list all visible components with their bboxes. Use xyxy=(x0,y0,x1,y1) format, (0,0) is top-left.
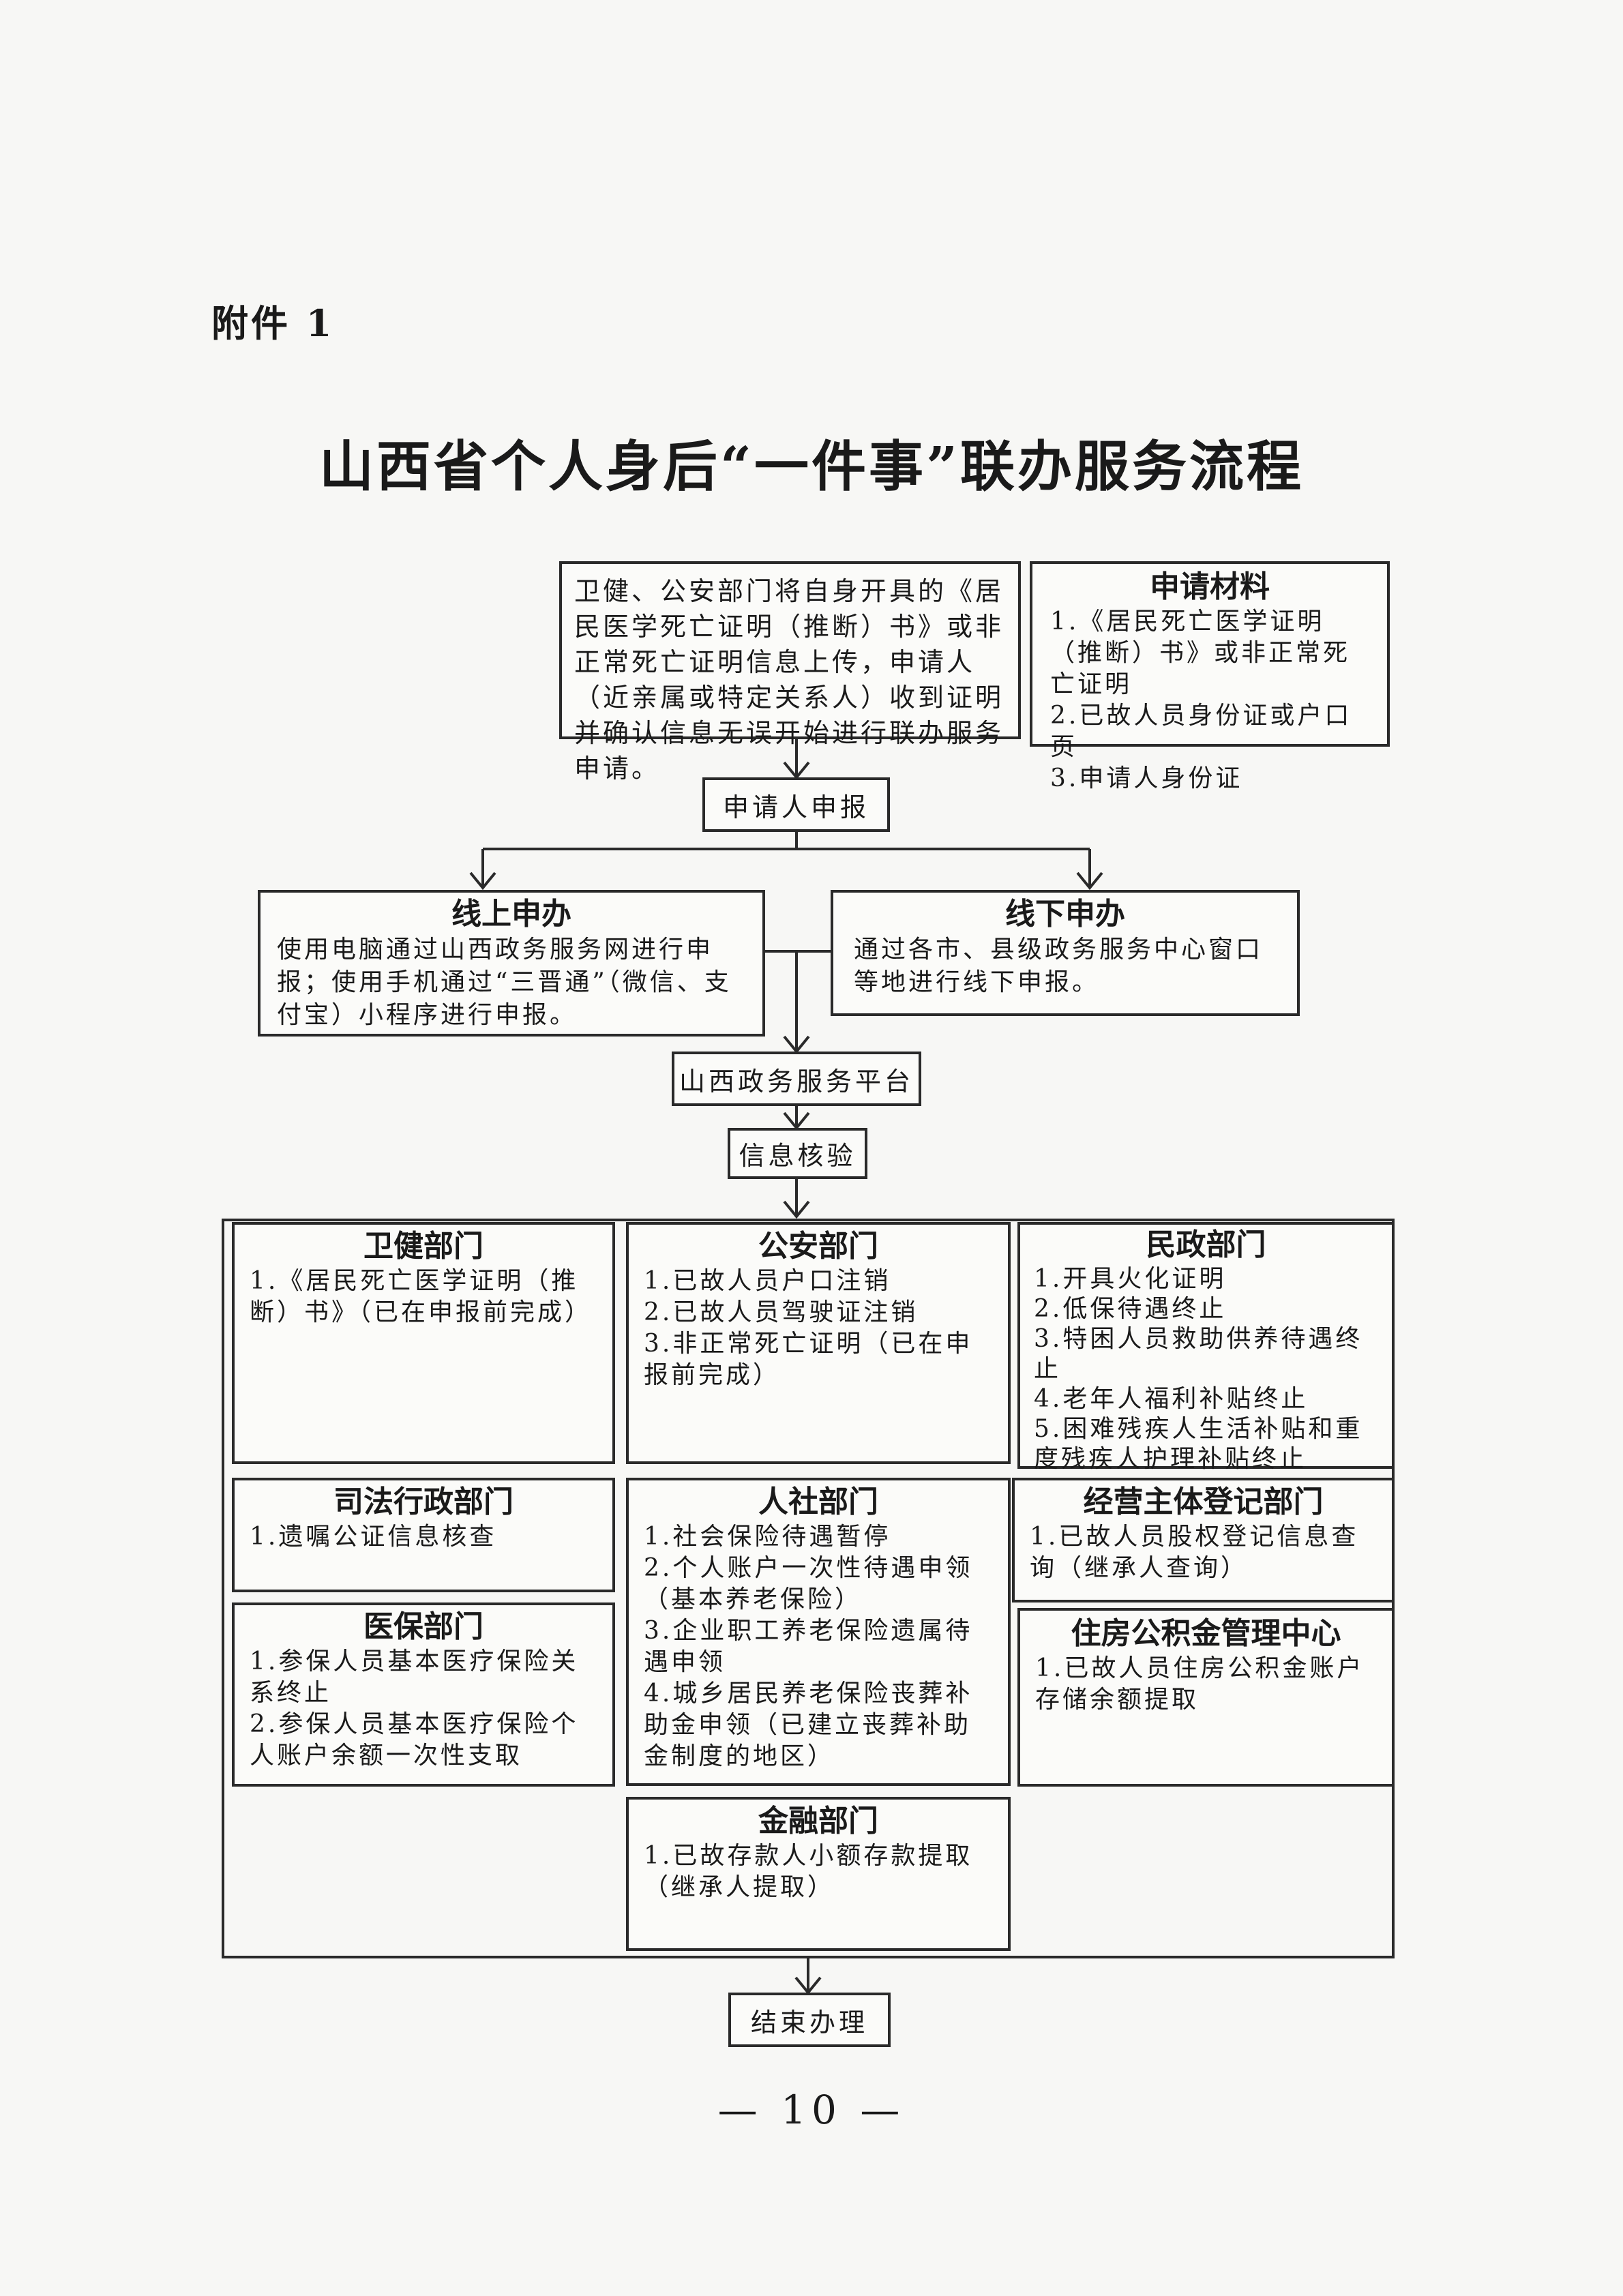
online-box: 线上申办 使用电脑通过山西政务服务网进行申报；使用手机通过“三晋通”（微信、支付… xyxy=(258,890,765,1037)
dept-police-item: 3.非正常死亡证明（已在申报前完成） xyxy=(644,1330,973,1389)
materials-heading: 申请材料 xyxy=(1150,569,1270,604)
dept-civil-item: 3.特困人员救助供养待遇终止 xyxy=(1034,1325,1363,1383)
step-platform: 山西政务服务平台 xyxy=(672,1052,921,1106)
intro-text: 卫健、公安部门将自身开具的《居民医学死亡证明（推断）书》或非正常死亡证明信息上传… xyxy=(574,576,1004,784)
online-text: 使用电脑通过山西政务服务网进行申报；使用手机通过“三晋通”（微信、支付宝）小程序… xyxy=(277,936,732,1029)
page-title: 山西省个人身后“一件事”联办服务流程 xyxy=(318,434,1305,498)
step-apply: 申请人申报 xyxy=(702,777,890,832)
dept-housing: 住房公积金管理中心 1.已故人员住房公积金账户存储余额提取 xyxy=(1017,1608,1395,1787)
dept-hrss-item: 3.企业职工养老保险遗属待遇申领 xyxy=(644,1617,973,1676)
dept-civil-item: 4.老年人福利补贴终止 xyxy=(1034,1385,1309,1413)
dept-housing-item: 1.已故人员住房公积金账户存储余额提取 xyxy=(1035,1654,1365,1714)
dept-police-item: 2.已故人员驾驶证注销 xyxy=(644,1298,919,1326)
materials-item: 1.《居民死亡医学证明（推断）书》或非正常死亡证明 xyxy=(1050,608,1351,698)
materials-box: 申请材料 1.《居民死亡医学证明（推断）书》或非正常死亡证明 2.已故人员身份证… xyxy=(1030,561,1390,792)
dept-health: 卫健部门 1.《居民死亡医学证明（推断）书》（已在申报前完成） xyxy=(232,1222,615,1464)
step-finish: 结束办理 xyxy=(728,1993,891,2047)
dept-police: 公安部门 1.已故人员户口注销 2.已故人员驾驶证注销 3.非正常死亡证明（已在… xyxy=(626,1222,1011,1464)
dept-police-heading: 公安部门 xyxy=(758,1229,878,1264)
attachment-label: 附件 1 xyxy=(211,301,335,345)
dept-hrss-item: 2.个人账户一次性待遇申领（基本养老保险） xyxy=(644,1554,973,1613)
dept-market: 经营主体登记部门 1.已故人员股权登记信息查询（继承人查询） xyxy=(1012,1478,1395,1602)
dept-finance: 金融部门 1.已故存款人小额存款提取（继承人提取） xyxy=(626,1797,1011,1951)
dept-finance-item: 1.已故存款人小额存款提取（继承人提取） xyxy=(644,1842,973,1901)
offline-text: 通过各市、县级政务服务中心窗口等地进行线下申报。 xyxy=(854,936,1264,996)
offline-heading: 线下申办 xyxy=(1005,897,1125,931)
dept-hrss: 人社部门 1.社会保险待遇暂停 2.个人账户一次性待遇申领（基本养老保险） 3.… xyxy=(626,1478,1011,1786)
dept-medical-item: 2.参保人员基本医疗保险个人账户余额一次性支取 xyxy=(250,1710,579,1770)
offline-box: 线下申办 通过各市、县级政务服务中心窗口等地进行线下申报。 xyxy=(831,890,1300,1016)
arrowhead xyxy=(469,871,496,891)
dept-civil: 民政部门 1.开具火化证明 2.低保待遇终止 3.特困人员救助供养待遇终止 4.… xyxy=(1017,1222,1395,1473)
materials-item: 3.申请人身份证 xyxy=(1050,764,1243,792)
dept-hrss-item: 4.城乡居民养老保险丧葬补助金申领（已建立丧葬补助金制度的地区） xyxy=(644,1680,973,1770)
dept-civil-item: 1.开具火化证明 xyxy=(1034,1265,1227,1293)
dept-market-item: 1.已故人员股权登记信息查询（继承人查询） xyxy=(1030,1523,1359,1582)
dept-housing-heading: 住房公积金管理中心 xyxy=(1071,1616,1341,1651)
dept-justice: 司法行政部门 1.遗嘱公证信息核查 xyxy=(232,1478,615,1592)
arrowhead xyxy=(1076,871,1103,891)
arrowhead xyxy=(783,1200,810,1219)
dept-civil-item: 2.低保待遇终止 xyxy=(1034,1295,1227,1323)
materials-item: 2.已故人员身份证或户口页 xyxy=(1050,702,1352,761)
dept-market-heading: 经营主体登记部门 xyxy=(1083,1485,1324,1519)
online-heading: 线上申办 xyxy=(451,897,571,931)
step-verify: 信息核验 xyxy=(728,1128,867,1179)
dept-hrss-item: 1.社会保险待遇暂停 xyxy=(644,1523,891,1551)
dept-justice-heading: 司法行政部门 xyxy=(333,1485,513,1519)
dept-finance-heading: 金融部门 xyxy=(758,1804,878,1838)
dept-medical: 医保部门 1.参保人员基本医疗保险关系终止 2.参保人员基本医疗保险个人账户余额… xyxy=(232,1602,615,1787)
dept-medical-heading: 医保部门 xyxy=(363,1609,483,1644)
dept-medical-item: 1.参保人员基本医疗保险关系终止 xyxy=(250,1648,579,1707)
intro-box: 卫健、公安部门将自身开具的《居民医学死亡证明（推断）书》或非正常死亡证明信息上传… xyxy=(559,561,1021,784)
materials-list: 1.《居民死亡医学证明（推断）书》或非正常死亡证明 2.已故人员身份证或户口页 … xyxy=(1050,606,1369,794)
dept-hrss-heading: 人社部门 xyxy=(758,1485,878,1519)
dept-justice-item: 1.遗嘱公证信息核查 xyxy=(250,1523,497,1551)
dept-health-heading: 卫健部门 xyxy=(363,1229,483,1264)
dept-civil-item: 5.困难残疾人生活补贴和重度残疾人护理补贴终止 xyxy=(1034,1415,1363,1473)
dept-health-item: 1.《居民死亡医学证明（推断）书》（已在申报前完成） xyxy=(250,1267,593,1326)
dept-civil-heading: 民政部门 xyxy=(1146,1227,1266,1262)
page-number: — 10 — xyxy=(717,2087,906,2133)
dept-police-item: 1.已故人员户口注销 xyxy=(644,1267,891,1295)
